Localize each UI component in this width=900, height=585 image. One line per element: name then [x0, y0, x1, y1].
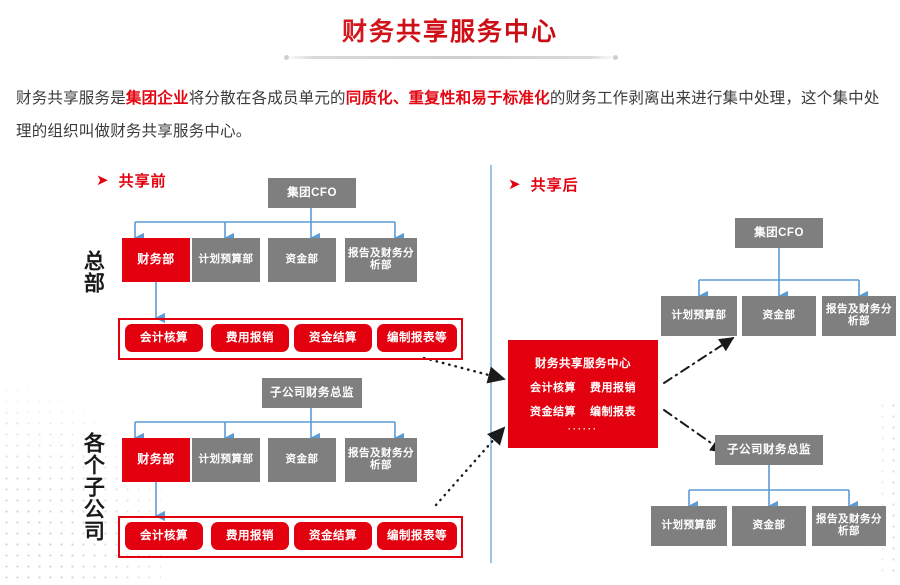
node-before-hq-treasury-dept[interactable]: 资金部: [268, 238, 336, 282]
task-before-sub-accounting[interactable]: 会计核算: [125, 522, 203, 550]
comparison-diagram: ➤ 共享前 总部 各个子公司 集团CFO 财务部 计划预算部 资金部 报告及财务…: [0, 160, 900, 565]
task-before-hq-settlement[interactable]: 资金结算: [294, 324, 372, 352]
node-before-sub-root[interactable]: 子公司财务总监: [262, 378, 362, 408]
node-after-hq-budget-dept[interactable]: 计划预算部: [661, 296, 737, 336]
frame-before-sub-tasks: [118, 516, 463, 558]
node-before-hq-budget-dept[interactable]: 计划预算部: [192, 238, 260, 282]
hub-row-2: 资金结算 编制报表: [530, 403, 636, 419]
hub-ellipsis: ······: [568, 424, 598, 435]
intro-highlight-1: 集团企业: [125, 90, 189, 107]
shared-service-center-hub[interactable]: 财务共享服务中心 会计核算 费用报销 资金结算 编制报表 ······: [508, 340, 658, 448]
node-after-sub-treasury-dept[interactable]: 资金部: [732, 506, 806, 546]
intro-segment-2: 将分散在各成员单元的: [188, 90, 346, 107]
node-after-hq-root[interactable]: 集团CFO: [735, 218, 823, 248]
label-subsidiaries: 各个子公司: [81, 432, 105, 542]
task-before-sub-reporting[interactable]: 编制报表等: [377, 522, 457, 550]
intro-paragraph: 财务共享服务是集团企业将分散在各成员单元的同质化、重复性和易于标准化的财务工作剥…: [16, 82, 888, 148]
task-before-hq-expense[interactable]: 费用报销: [211, 324, 289, 352]
node-before-sub-reporting-dept[interactable]: 报告及财务分析部: [345, 438, 417, 482]
node-after-hq-treasury-dept[interactable]: 资金部: [742, 296, 816, 336]
hub-item-accounting: 会计核算: [530, 382, 576, 395]
node-before-sub-budget-dept[interactable]: 计划预算部: [192, 438, 260, 482]
hub-item-settlement: 资金结算: [530, 406, 576, 419]
node-before-sub-treasury-dept[interactable]: 资金部: [268, 438, 336, 482]
node-after-sub-reporting-dept[interactable]: 报告及财务分析部: [812, 506, 886, 546]
hub-title: 财务共享服务中心: [535, 358, 631, 371]
intro-highlight-2: 同质化、重复性和易于标准化: [345, 90, 550, 107]
node-before-hq-reporting-dept[interactable]: 报告及财务分析部: [345, 238, 417, 282]
section-heading-after: ➤ 共享后: [508, 174, 579, 195]
intro-segment-1: 财务共享服务是: [16, 90, 126, 107]
node-before-hq-finance-dept[interactable]: 财务部: [122, 238, 190, 282]
vertical-divider: [490, 165, 492, 563]
hub-item-expense: 费用报销: [590, 382, 636, 395]
node-after-sub-root[interactable]: 子公司财务总监: [715, 435, 823, 465]
section-heading-after-label: 共享后: [530, 177, 579, 194]
label-headquarters: 总部: [81, 250, 105, 294]
node-before-sub-finance-dept[interactable]: 财务部: [122, 438, 190, 482]
task-before-hq-accounting[interactable]: 会计核算: [125, 324, 203, 352]
intro-segment-3: 的财务工作剥离出来进行集中处理，这个集中处理的组织叫做财务共享服务中心。: [16, 90, 880, 140]
node-before-hq-root[interactable]: 集团CFO: [268, 178, 356, 208]
task-before-hq-reporting[interactable]: 编制报表等: [377, 324, 457, 352]
node-after-hq-reporting-dept[interactable]: 报告及财务分析部: [822, 296, 896, 336]
section-heading-before-label: 共享前: [118, 173, 167, 190]
hub-row-1: 会计核算 费用报销: [530, 379, 636, 395]
hub-item-reporting: 编制报表: [590, 406, 636, 419]
arrow-bullet-icon: ➤: [96, 172, 110, 189]
section-heading-before: ➤ 共享前: [96, 170, 167, 191]
node-after-sub-budget-dept[interactable]: 计划预算部: [651, 506, 727, 546]
arrow-bullet-icon-after: ➤: [508, 176, 522, 193]
connector-wires: [134, 208, 868, 522]
frame-before-hq-tasks: [118, 318, 463, 360]
title-divider-rule: [284, 55, 618, 60]
task-before-sub-settlement[interactable]: 资金结算: [294, 522, 372, 550]
page-title: 财务共享服务中心: [0, 12, 900, 48]
task-before-sub-expense[interactable]: 费用报销: [211, 522, 289, 550]
